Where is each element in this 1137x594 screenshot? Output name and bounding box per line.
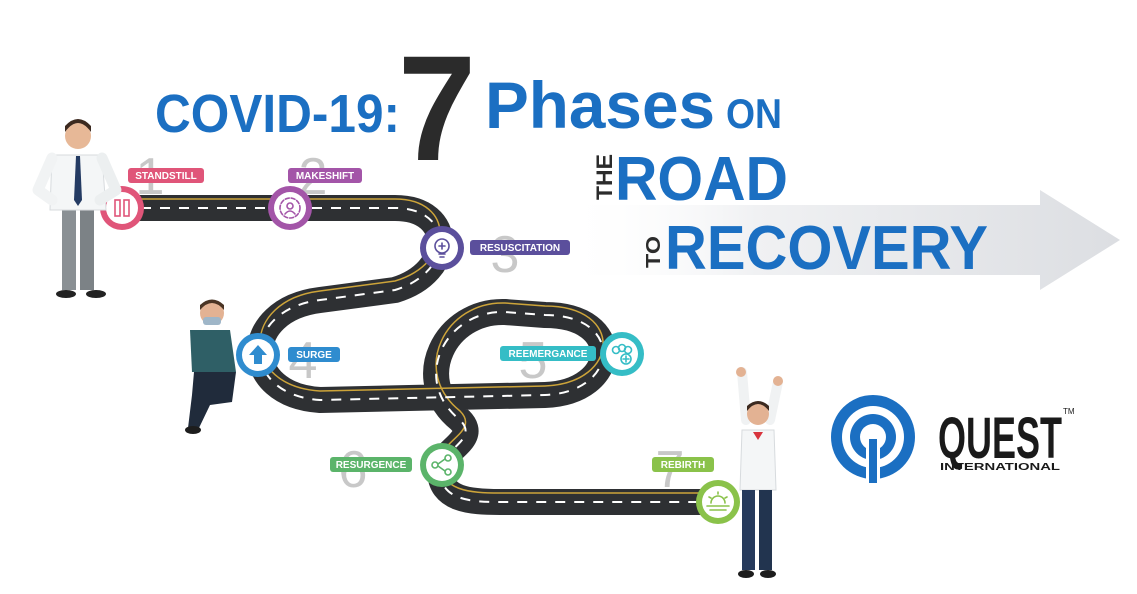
phase-label-tag: REEMERGANCE <box>500 346 596 361</box>
logo-tm: TM <box>1063 407 1075 416</box>
title-the: THE <box>592 154 617 200</box>
phase-circle <box>236 333 280 377</box>
phase-marker-3: 3RESUSCITATION <box>420 226 570 284</box>
phase-label: RESURGENCE <box>336 460 407 471</box>
phase-marker-2: 2MAKESHIFT <box>268 148 362 230</box>
gear-person-icon <box>279 197 301 219</box>
phase-marker-6: 6RESURGENCE <box>330 441 464 499</box>
phase-label: STANDSTILL <box>135 171 196 182</box>
phase-circle <box>420 226 464 270</box>
phase-label-tag: SURGE <box>288 347 340 362</box>
masked-man-kneeling-illustration <box>185 299 236 434</box>
man-arms-raised-illustration <box>736 367 783 578</box>
title-covid: COVID-19: <box>155 84 400 144</box>
phase-circle <box>600 332 644 376</box>
logo-name: QUEST <box>938 406 1062 471</box>
phase-label: REEMERGANCE <box>509 349 588 360</box>
sunrise-icon <box>706 491 730 511</box>
phase-label-tag: RESURGENCE <box>330 457 412 472</box>
phase-marker-7: 7REBIRTH <box>652 441 740 524</box>
title-to: TO <box>643 236 665 268</box>
group-icon <box>611 343 633 365</box>
up-arrow-icon <box>249 345 267 364</box>
phase-marker-5: 5REEMERGANCE <box>500 332 644 390</box>
title-on: ON <box>726 90 782 137</box>
businessman-standing-illustration <box>32 119 122 298</box>
phase-label-tag: STANDSTILL <box>128 168 204 183</box>
phase-circle <box>696 480 740 524</box>
share-icon <box>431 454 452 476</box>
title-road: ROAD <box>615 145 788 214</box>
phase-circle <box>268 186 312 230</box>
phase-label: MAKESHIFT <box>296 171 354 182</box>
logo-sub: INTERNATIONAL <box>940 462 1060 473</box>
title-phases: Phases <box>485 68 715 142</box>
phase-label-tag: MAKESHIFT <box>288 168 362 183</box>
phase-label: REBIRTH <box>661 460 705 471</box>
phase-label-tag: RESUSCITATION <box>470 240 570 255</box>
phase-markers: 1STANDSTILL2MAKESHIFT3RESUSCITATION4SURG… <box>100 148 740 524</box>
lightbulb-icon <box>434 238 450 258</box>
pause-icon <box>114 199 130 217</box>
phase-label-tag: REBIRTH <box>652 457 714 472</box>
title-recovery: RECOVERY <box>665 214 988 283</box>
title-seven: 7 <box>398 24 476 192</box>
phase-label: RESUSCITATION <box>480 243 560 254</box>
quest-logo: QUEST TM INTERNATIONAL <box>831 395 1075 483</box>
title: COVID-19: 7 Phases ON THE ROAD TO RECOVE… <box>155 24 988 283</box>
phase-label: SURGE <box>296 350 332 361</box>
phase-circle <box>420 443 464 487</box>
phase-marker-4: 4SURGE <box>236 332 340 390</box>
recovery-arrow <box>560 190 1120 290</box>
